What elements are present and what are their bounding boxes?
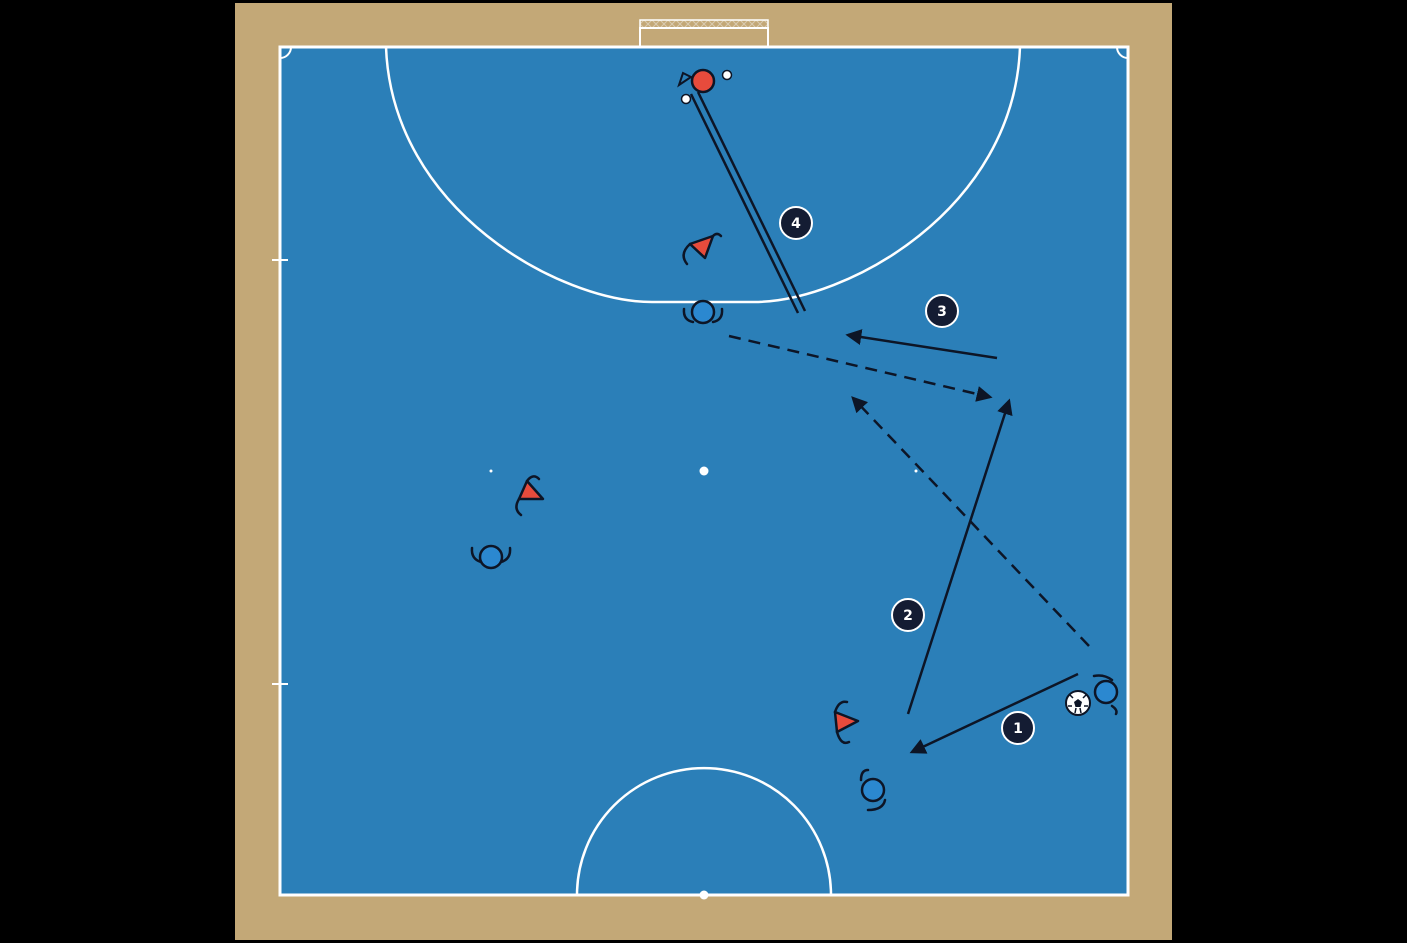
player-circle-icon[interactable] xyxy=(1092,674,1119,716)
soccer-ball-icon[interactable] xyxy=(1065,690,1091,716)
goalkeeper-icon[interactable] xyxy=(677,68,733,105)
cone-defender-icon[interactable] xyxy=(515,475,545,517)
shot-line-4 xyxy=(689,91,807,314)
center-arc-bottom xyxy=(575,766,833,896)
pass-arrow-3 xyxy=(845,329,998,360)
penalty-mark xyxy=(699,466,709,476)
cone-defender-icon[interactable] xyxy=(682,232,723,266)
step-badge-4: 4 xyxy=(779,206,813,240)
step-badge-label: 1 xyxy=(1013,721,1023,737)
run-dashed-2 xyxy=(728,334,993,402)
center-spot xyxy=(699,890,709,900)
step-badge-2: 2 xyxy=(891,598,925,632)
step-badge-1: 1 xyxy=(1001,711,1035,745)
second-mark-right xyxy=(914,469,918,473)
corner-arc-top-left xyxy=(279,46,292,59)
step-badge-label: 4 xyxy=(791,216,801,232)
player-circle-icon[interactable] xyxy=(859,768,887,812)
pass-arrow-1 xyxy=(909,672,1079,754)
player-circle-icon[interactable] xyxy=(470,544,512,570)
step-badge-label: 2 xyxy=(903,608,913,624)
second-mark-left xyxy=(489,469,493,473)
goal-top xyxy=(639,19,769,47)
pass-arrow-2 xyxy=(906,398,1013,715)
player-circle-icon[interactable] xyxy=(682,299,724,325)
corner-arc-top-right xyxy=(1116,46,1129,59)
cone-defender-icon[interactable] xyxy=(833,700,860,745)
step-badge-3: 3 xyxy=(925,294,959,328)
step-badge-label: 3 xyxy=(937,304,947,320)
